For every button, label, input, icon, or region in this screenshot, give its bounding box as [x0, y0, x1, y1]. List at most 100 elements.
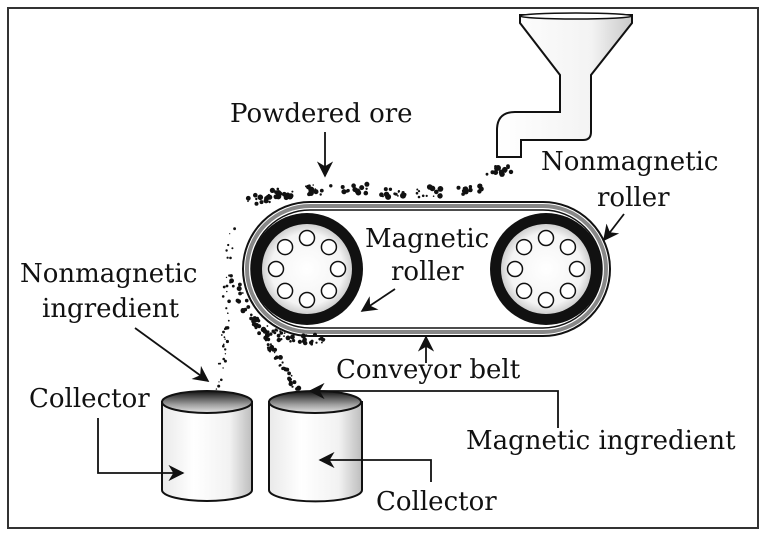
ore-particle	[250, 313, 253, 317]
magnet-hole	[267, 260, 285, 278]
ore-particle	[253, 192, 258, 198]
magnet-hole	[537, 229, 555, 247]
ore-particle	[385, 193, 392, 200]
ore-particle	[508, 169, 514, 175]
ore-particle	[308, 184, 311, 188]
ore-particle	[289, 340, 292, 343]
ore-particle	[266, 346, 270, 350]
ore-particle	[417, 195, 421, 199]
ore-particle	[495, 165, 501, 171]
ore-particle	[269, 187, 275, 193]
ore-particle	[290, 374, 293, 377]
ore-particle	[218, 381, 220, 383]
ore-particle	[388, 187, 393, 191]
ore-particle	[224, 348, 227, 351]
magnet-hole	[559, 282, 577, 300]
ore-particle	[269, 332, 273, 336]
ore-particle	[416, 188, 419, 191]
ore-particle	[229, 274, 233, 278]
ore-particle	[421, 194, 425, 198]
ore-particle	[432, 195, 435, 197]
ore-particle	[319, 193, 322, 196]
ore-particle	[283, 335, 285, 337]
magnet-hole	[320, 238, 338, 256]
ore-particle	[463, 186, 469, 192]
ore-particle	[281, 366, 285, 371]
ore-particle	[417, 190, 421, 193]
ore-particle	[397, 190, 401, 193]
ore-particle	[439, 193, 442, 197]
ore-particle	[437, 186, 444, 192]
label-powdered-ore: Powdered ore	[230, 99, 413, 129]
ore-particle	[291, 190, 294, 193]
ore-particle	[255, 316, 260, 321]
ore-particle	[302, 335, 305, 338]
ore-particle	[223, 359, 227, 363]
ore-particle	[224, 353, 227, 355]
ore-particle	[279, 363, 282, 367]
ore-particle	[425, 194, 428, 197]
ore-particle	[257, 331, 261, 336]
ore-particle	[231, 247, 234, 250]
magnet-hole	[506, 260, 524, 278]
ore-particle	[456, 185, 461, 190]
ore-particle	[236, 286, 242, 292]
ore-particle	[468, 187, 473, 193]
magnet-hole	[515, 282, 533, 300]
ore-particle	[305, 334, 308, 337]
ore-particle	[341, 189, 347, 195]
ore-particle	[271, 348, 276, 352]
ore-particle	[297, 339, 302, 344]
label-conveyor-belt: Conveyor belt	[336, 355, 521, 385]
ore-particle	[275, 190, 282, 196]
magnet-hole	[298, 291, 316, 309]
ore-particle	[222, 344, 225, 348]
ore-particle	[313, 189, 319, 195]
ore-particle	[273, 351, 276, 354]
ore-particle	[225, 249, 228, 252]
label-magnetic-roller-1: Magnetic	[365, 224, 489, 254]
ore-particle	[426, 184, 433, 190]
label-collector-left: Collector	[29, 384, 150, 414]
ore-particle	[263, 198, 269, 204]
ore-particle	[346, 188, 350, 193]
ore-particle	[226, 256, 229, 259]
collector-left-arrow	[97, 418, 185, 482]
ore-particle	[273, 356, 277, 360]
ore-particle	[313, 332, 317, 337]
ore-particle	[225, 284, 229, 288]
ore-particle	[226, 327, 228, 329]
ore-particle	[301, 339, 307, 344]
ore-particle	[247, 200, 249, 203]
ore-particle	[229, 233, 231, 235]
collector-right	[268, 390, 363, 503]
ore-particle	[283, 332, 286, 334]
ore-particle	[222, 367, 224, 369]
ore-particle	[223, 336, 226, 339]
ore-particle	[276, 187, 280, 191]
ore-particle	[275, 329, 279, 332]
ore-particle	[222, 357, 225, 361]
ore-particle	[266, 337, 271, 342]
ore-particle	[238, 291, 243, 296]
ore-particle	[259, 200, 264, 205]
ore-particle	[278, 355, 283, 360]
ore-particle	[222, 285, 226, 289]
ore-particle	[243, 307, 248, 312]
ore-particle	[217, 384, 221, 388]
magnetic-ingredient-arrow	[308, 382, 559, 428]
ore-particle	[269, 343, 272, 346]
ore-particle	[257, 324, 262, 329]
ore-particle	[231, 284, 235, 288]
ore-particle	[227, 312, 229, 315]
ore-particle	[276, 337, 281, 343]
ore-particle	[235, 298, 240, 303]
ore-particle	[381, 195, 384, 198]
ore-particle	[365, 187, 368, 190]
ore-particles	[215, 164, 514, 391]
ore-particle	[245, 195, 251, 201]
ore-particle	[221, 295, 225, 298]
ore-particle	[227, 299, 231, 304]
ore-particle	[321, 341, 323, 344]
